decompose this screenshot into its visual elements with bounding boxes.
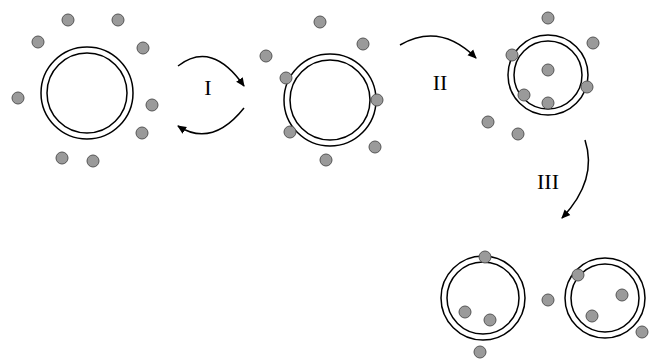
step-numeral: III xyxy=(537,171,559,193)
step-numeral: II xyxy=(433,72,448,94)
step-numeral: I xyxy=(204,77,211,99)
